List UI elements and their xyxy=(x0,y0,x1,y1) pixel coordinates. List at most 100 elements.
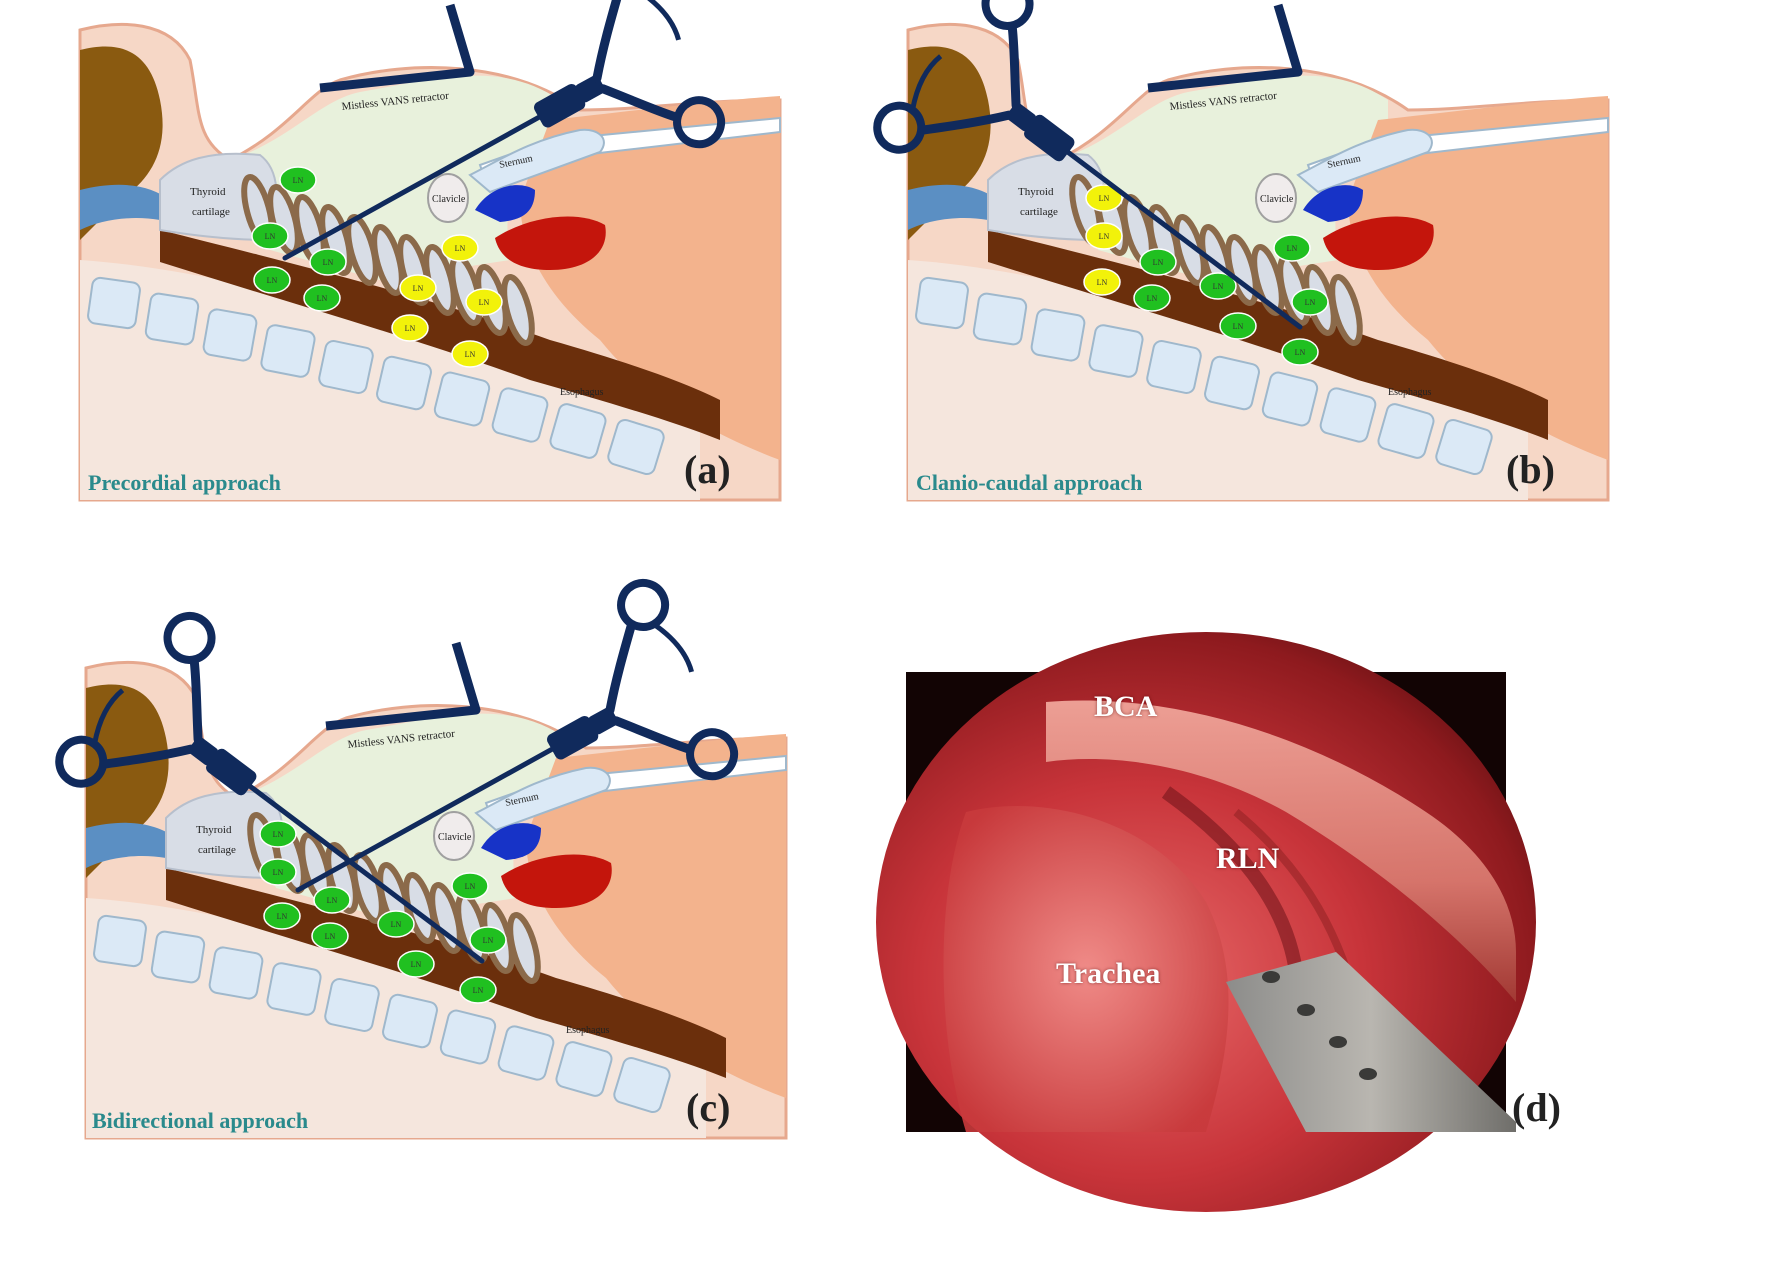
lymph-node: LN xyxy=(1133,284,1171,312)
svg-text:LN: LN xyxy=(273,830,284,839)
label-thyroid-1: Thyroid xyxy=(1018,186,1054,198)
label-thyroid-2: cartilage xyxy=(198,844,236,856)
lymph-node: LN xyxy=(279,166,317,194)
svg-text:LN: LN xyxy=(1147,294,1158,303)
label-esophagus: Esophagus xyxy=(560,387,603,398)
svg-text:LN: LN xyxy=(325,932,336,941)
panel-b-caption: Clanio-caudal approach xyxy=(916,470,1143,495)
esophagus xyxy=(988,230,1548,440)
lymph-node: LN xyxy=(1085,222,1123,250)
svg-text:LN: LN xyxy=(1099,232,1110,241)
svg-text:LN: LN xyxy=(455,244,466,253)
vertebral-column xyxy=(86,898,706,1138)
lymph-node: LN xyxy=(313,886,351,914)
panel-b-letter: (b) xyxy=(1506,447,1555,492)
label-clavicle: Clavicle xyxy=(1260,194,1294,205)
retractor-icon xyxy=(325,641,481,731)
lymph-node: LN xyxy=(1291,288,1329,316)
photo-label-bca: BCA xyxy=(1094,690,1158,723)
lymph-node: LN xyxy=(451,340,489,368)
anatomy-diagram-c: Mistless VANS retractorSternumClavicleTh… xyxy=(55,578,788,1140)
artery xyxy=(501,854,612,908)
svg-text:LN: LN xyxy=(267,276,278,285)
svg-text:LN: LN xyxy=(465,882,476,891)
vein xyxy=(1303,185,1363,222)
esophagus xyxy=(160,230,720,440)
svg-text:LN: LN xyxy=(1099,194,1110,203)
svg-text:LN: LN xyxy=(265,232,276,241)
lymph-node: LN xyxy=(441,234,479,262)
lymph-node: LN xyxy=(259,820,297,848)
lymph-node: LN xyxy=(377,910,415,938)
svg-text:LN: LN xyxy=(1153,258,1164,267)
lymph-node: LN xyxy=(253,266,291,294)
svg-text:LN: LN xyxy=(465,350,476,359)
svg-text:LN: LN xyxy=(277,912,288,921)
photo-label-trachea: Trachea xyxy=(1056,957,1161,990)
artery xyxy=(1323,216,1434,270)
lymph-node: LN xyxy=(1219,312,1257,340)
panel-c-caption: Bidirectional approach xyxy=(92,1108,309,1133)
lymph-node: LN xyxy=(1085,184,1123,212)
lymph-node: LN xyxy=(459,976,497,1004)
svg-text:LN: LN xyxy=(1233,322,1244,331)
lymph-node: LN xyxy=(1281,338,1319,366)
suction-instrument xyxy=(1226,952,1516,1132)
chest-muscle xyxy=(526,734,786,1098)
clavicle xyxy=(1255,173,1297,223)
svg-text:LN: LN xyxy=(273,868,284,877)
endoscopic-photo xyxy=(876,632,1536,1212)
svg-text:LN: LN xyxy=(1097,278,1108,287)
forceps-icon xyxy=(295,578,739,893)
lymph-node: LN xyxy=(309,248,347,276)
label-clavicle: Clavicle xyxy=(438,832,472,843)
vertebral-column xyxy=(908,260,1528,500)
lymph-node: LN xyxy=(451,872,489,900)
lymph-node: LN xyxy=(397,950,435,978)
svg-text:LN: LN xyxy=(323,258,334,267)
svg-text:LN: LN xyxy=(411,960,422,969)
chest-muscle xyxy=(520,96,780,460)
svg-text:LN: LN xyxy=(317,294,328,303)
forceps-icon xyxy=(282,0,726,261)
svg-text:LN: LN xyxy=(483,936,494,945)
svg-text:LN: LN xyxy=(405,324,416,333)
lymph-node: LN xyxy=(1199,272,1237,300)
lymph-node: LN xyxy=(1083,268,1121,296)
anatomy-diagram-a: Mistless VANS retractorSternumClavicleTh… xyxy=(78,0,782,502)
clavicle xyxy=(433,811,475,861)
label-thyroid-1: Thyroid xyxy=(196,824,232,836)
lymph-node: LN xyxy=(399,274,437,302)
lymph-node: LN xyxy=(1273,234,1311,262)
forceps-icon xyxy=(55,611,485,964)
lymph-node: LN xyxy=(251,222,289,250)
svg-text:LN: LN xyxy=(479,298,490,307)
lymph-node: LN xyxy=(465,288,503,316)
panel-c-letter: (c) xyxy=(686,1085,731,1130)
svg-text:LN: LN xyxy=(473,986,484,995)
vein xyxy=(475,185,535,222)
lymph-node: LN xyxy=(1139,248,1177,276)
svg-text:LN: LN xyxy=(391,920,402,929)
svg-text:LN: LN xyxy=(1213,282,1224,291)
panel-a-letter: (a) xyxy=(684,447,731,492)
vertebral-column xyxy=(80,260,700,500)
lymph-node: LN xyxy=(391,314,429,342)
forceps-icon xyxy=(873,0,1303,330)
svg-text:LN: LN xyxy=(413,284,424,293)
panel-a-caption: Precordial approach xyxy=(88,470,281,495)
svg-text:LN: LN xyxy=(293,176,304,185)
lymph-node: LN xyxy=(469,926,507,954)
lymph-node: LN xyxy=(311,922,349,950)
lymph-node: LN xyxy=(303,284,341,312)
panel-d: BCA RLN Trachea xyxy=(876,632,1536,1212)
anatomy-diagram-b: Mistless VANS retractorSternumClavicleTh… xyxy=(873,0,1610,502)
label-esophagus: Esophagus xyxy=(566,1025,609,1036)
label-thyroid-1: Thyroid xyxy=(190,186,226,198)
label-thyroid-2: cartilage xyxy=(192,206,230,218)
svg-text:LN: LN xyxy=(1305,298,1316,307)
clavicle xyxy=(427,173,469,223)
